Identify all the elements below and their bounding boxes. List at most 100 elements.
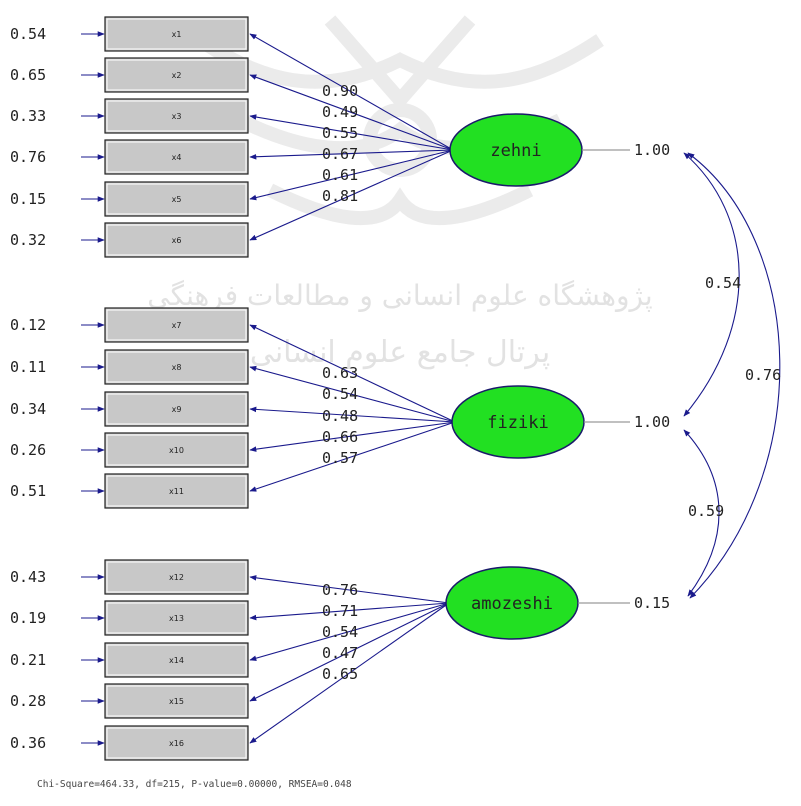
indicator-box-bevel (106, 351, 247, 383)
indicator-box (104, 57, 249, 93)
loading-path (249, 74, 454, 151)
indicator-box (104, 391, 249, 427)
loading-value-label: 0.54 (322, 385, 358, 403)
indicator-x3: x30.33 (10, 98, 249, 134)
loading-value-label: 0.47 (322, 644, 358, 662)
indicator-box (104, 307, 249, 343)
indicator-label: x5 (172, 195, 182, 204)
indicator-label: x14 (169, 656, 184, 665)
loading-path (249, 149, 454, 201)
correlation-path-zehni-fiziki (683, 152, 740, 417)
watermark: پژوهشگاه علوم انسانی و مطالعات فرهنگی پر… (147, 15, 653, 370)
error-variance-label: 0.11 (10, 358, 46, 376)
latent-variance-label: 1.00 (634, 413, 670, 431)
indicator-box (104, 642, 249, 678)
loading-value-label: 0.49 (322, 103, 358, 121)
loading-value-label: 0.61 (322, 166, 358, 184)
indicator-box-bevel (106, 183, 247, 215)
indicator-box-bevel (106, 18, 247, 50)
loading-value-label: 0.76 (322, 581, 358, 599)
indicator-box (104, 349, 249, 385)
indicator-x9: x9 0.34 (10, 391, 249, 427)
loading-value-label: 0.63 (322, 364, 358, 382)
indicator-label: x10 (169, 446, 184, 455)
indicator-box-bevel (106, 727, 247, 759)
error-variance-label: 0.34 (10, 400, 46, 418)
indicator-x1: x10.54 (10, 16, 249, 52)
latent-name-label: amozeshi (471, 594, 553, 614)
error-variance-label: 0.15 (10, 190, 46, 208)
correlation-value-label: 0.76 (745, 366, 781, 384)
latent-variance-label: 1.00 (634, 141, 670, 159)
loading-path (249, 149, 454, 160)
loading-value-label: 0.54 (322, 623, 358, 641)
indicator-label: x7 (172, 321, 182, 330)
loading-path (249, 602, 450, 744)
correlation-value-label: 0.59 (688, 502, 724, 520)
indicator-x5: x5 0.15 (10, 181, 249, 217)
error-variance-label: 0.33 (10, 107, 46, 125)
indicator-box (104, 98, 249, 134)
indicator-box (104, 181, 249, 217)
loading-path (249, 602, 450, 661)
correlation-path-zehni-amozeshi (687, 152, 781, 599)
indicator-label: x11 (169, 487, 184, 496)
loading-value-label: 0.90 (322, 82, 358, 100)
error-variance-label: 0.21 (10, 651, 46, 669)
indicator-box-bevel (106, 685, 247, 717)
loading-path (249, 421, 456, 452)
indicator-x10: x10 0.26 (10, 432, 249, 468)
loading-path (249, 365, 456, 423)
indicator-box-bevel (106, 475, 247, 507)
loading-path (249, 421, 456, 492)
indicator-x2: x20.65 (10, 57, 249, 93)
indicator-box (104, 432, 249, 468)
indicator-x14: x14 0.21 (10, 642, 249, 678)
indicator-box (104, 139, 249, 175)
indicator-label: x4 (172, 153, 182, 162)
indicator-box (104, 600, 249, 636)
indicator-x7: x7 0.12 (10, 307, 249, 343)
loading-path (249, 575, 450, 604)
correlation-paths: 0.540.760.59 (683, 152, 781, 599)
error-variance-label: 0.19 (10, 609, 46, 627)
error-variance-label: 0.32 (10, 231, 46, 249)
loading-value-label: 0.71 (322, 602, 358, 620)
loading-value-label: 0.65 (322, 665, 358, 683)
indicator-box-bevel (106, 561, 247, 593)
error-variance-label: 0.26 (10, 441, 46, 459)
indicator-label: x9 (172, 405, 182, 414)
indicator-box (104, 725, 249, 761)
indicator-box-bevel (106, 141, 247, 173)
indicator-label: x15 (169, 697, 184, 706)
loading-path (249, 324, 456, 423)
indicator-box (104, 559, 249, 595)
error-variance-label: 0.12 (10, 316, 46, 334)
loading-path (249, 602, 450, 702)
loading-value-label: 0.81 (322, 187, 358, 205)
loading-paths: 0.900.490.550.670.610.810.630.540.480.66… (249, 33, 456, 744)
loading-value-label: 0.48 (322, 407, 358, 425)
indicator-label: x16 (169, 739, 184, 748)
loading-value-label: 0.57 (322, 449, 358, 467)
fit-statistics: Chi-Square=464.33, df=215, P-value=0.000… (37, 779, 352, 790)
indicator-box-bevel (106, 393, 247, 425)
indicator-box-bevel (106, 434, 247, 466)
indicator-label: x1 (172, 30, 182, 39)
indicator-group: x10.54 x20.65 x30.33 x4 0.76 x5 0.15 x6 0.32 x7 0.… (10, 16, 249, 761)
loading-path (249, 149, 454, 241)
loading-value-label: 0.55 (322, 124, 358, 142)
error-variance-label: 0.76 (10, 148, 46, 166)
indicator-label: x6 (172, 236, 182, 245)
loading-path (249, 33, 454, 151)
